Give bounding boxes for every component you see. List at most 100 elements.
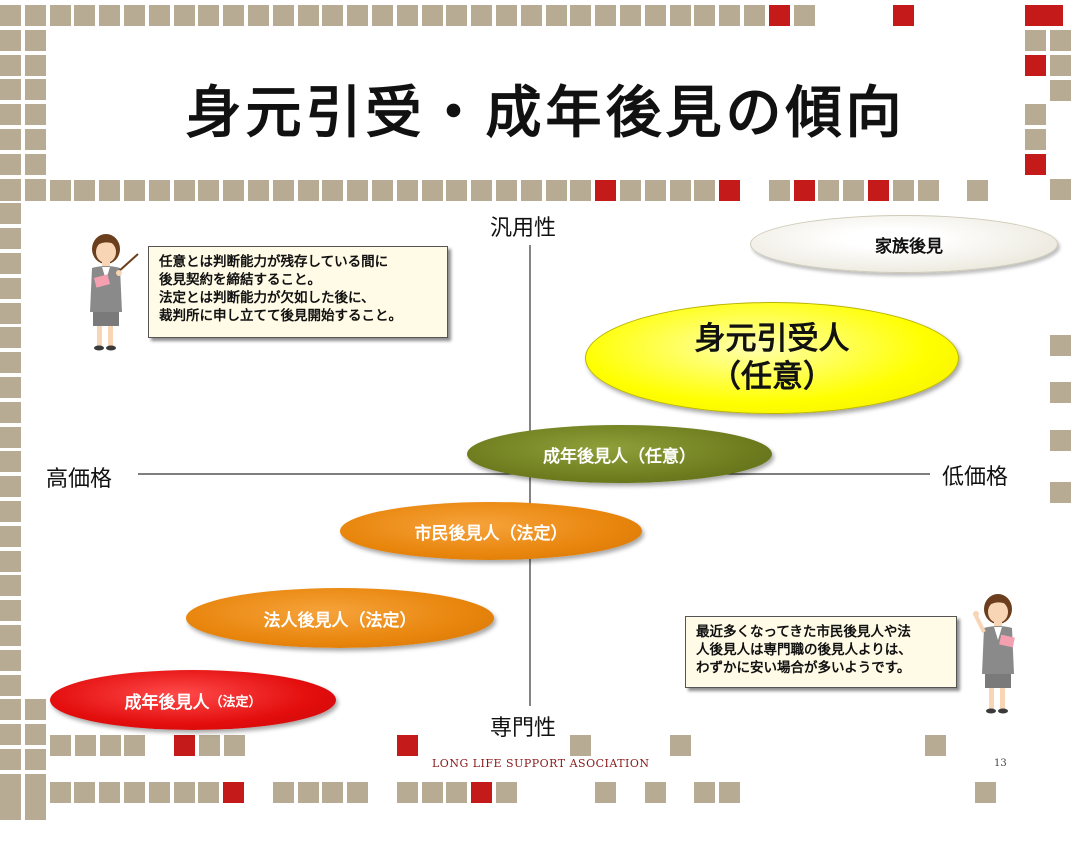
border-tile [25, 55, 46, 76]
border-tile [769, 180, 790, 201]
price-note-line: わずかに安い場合が多いようです。 [696, 660, 911, 676]
border-tile [25, 179, 46, 200]
border-tile [198, 782, 219, 803]
border-tile [670, 180, 691, 201]
border-tile [670, 735, 691, 756]
seinen-koukennin-nini-label: 成年後見人（任意） [543, 446, 696, 467]
axis-label-left: 高価格 [46, 467, 113, 492]
border-tile [719, 180, 740, 201]
border-tile [174, 5, 195, 26]
border-tile [0, 228, 21, 249]
border-tile [124, 5, 145, 26]
border-tile [124, 735, 145, 756]
border-tile [322, 782, 343, 803]
border-tile [496, 180, 517, 201]
border-tile [0, 352, 21, 373]
border-tile [744, 5, 765, 26]
mimoto-hikiukenin-ellipse: 身元引受人 （任意） [585, 302, 959, 414]
border-tile [347, 180, 368, 201]
border-tile [25, 749, 46, 770]
mimoto-hikiukenin-sub: （任意） [710, 359, 834, 395]
border-tile [521, 5, 542, 26]
definition-note: 任意とは判断能力が残存している間に 後見契約を締結すること。 法定とは判断能力が… [148, 246, 448, 338]
definition-note-line: 法定とは判断能力が欠如した後に、 [159, 290, 375, 306]
border-tile [446, 5, 467, 26]
border-tile [893, 180, 914, 201]
border-tile [446, 782, 467, 803]
border-tile [595, 782, 616, 803]
border-tile [918, 180, 939, 201]
border-tile [149, 5, 170, 26]
border-tile [50, 5, 71, 26]
border-tile [0, 600, 21, 621]
border-tile [620, 180, 641, 201]
border-tile [570, 735, 591, 756]
border-tile [397, 735, 418, 756]
border-tile [0, 476, 21, 497]
border-tile [0, 650, 21, 671]
border-tile [446, 180, 467, 201]
border-tile [1025, 5, 1046, 26]
border-tile [967, 180, 988, 201]
border-tile [25, 30, 46, 51]
border-tile [694, 5, 715, 26]
border-tile [74, 782, 95, 803]
border-tile [620, 5, 641, 26]
border-tile [422, 180, 443, 201]
border-tile [223, 180, 244, 201]
border-tile [124, 180, 145, 201]
price-note-line: 最近多くなってきた市民後見人や法 [696, 624, 911, 640]
border-tile [794, 5, 815, 26]
border-tile [298, 180, 319, 201]
border-tile [25, 79, 46, 100]
border-tile [570, 5, 591, 26]
border-tile [75, 735, 96, 756]
border-tile [975, 782, 996, 803]
border-tile [273, 5, 294, 26]
border-tile [74, 5, 95, 26]
border-tile [0, 278, 21, 299]
border-tile [273, 782, 294, 803]
border-tile [1025, 129, 1046, 150]
border-tile [471, 5, 492, 26]
border-tile [471, 180, 492, 201]
border-tile [645, 180, 666, 201]
definition-note-line: 任意とは判断能力が残存している間に [159, 254, 389, 270]
border-tile [25, 782, 46, 803]
price-note-line: 人後見人は専門職の後見人よりは、 [696, 642, 912, 658]
border-tile [719, 782, 740, 803]
footer-text: LONG LIFE SUPPORT ASOCIATION [432, 757, 650, 770]
seinen-koukennin-hotei-sub: （法定） [209, 694, 262, 710]
border-tile [149, 782, 170, 803]
border-tile [496, 782, 517, 803]
border-tile [769, 5, 790, 26]
border-tile [843, 180, 864, 201]
border-tile [0, 79, 21, 100]
border-tile [422, 782, 443, 803]
border-tile [74, 180, 95, 201]
price-note: 最近多くなってきた市民後見人や法 人後見人は専門職の後見人よりは、 わずかに安い… [685, 616, 957, 688]
border-tile [893, 5, 914, 26]
border-tile [1050, 80, 1071, 101]
slide-title: 身元引受・成年後見の傾向 [185, 81, 906, 146]
shimin-koukennin-label: 市民後見人（法定） [414, 523, 568, 544]
axis-label-bottom: 専門性 [490, 716, 557, 741]
border-tile [0, 575, 21, 596]
border-tile [496, 5, 517, 26]
border-tile [1050, 335, 1071, 356]
seinen-koukennin-hotei-label: 成年後見人 [124, 692, 210, 713]
border-tile [1025, 55, 1046, 76]
border-tile [0, 179, 21, 200]
border-tile [694, 782, 715, 803]
border-tile [595, 180, 616, 201]
border-tile [645, 782, 666, 803]
border-tile [0, 799, 21, 820]
border-tile [0, 5, 21, 26]
border-tile [50, 782, 71, 803]
border-tile [794, 180, 815, 201]
border-tile [0, 129, 21, 150]
seinen-koukennin-nini-ellipse: 成年後見人（任意） [467, 425, 772, 483]
border-tile [0, 253, 21, 274]
border-tile [521, 180, 542, 201]
